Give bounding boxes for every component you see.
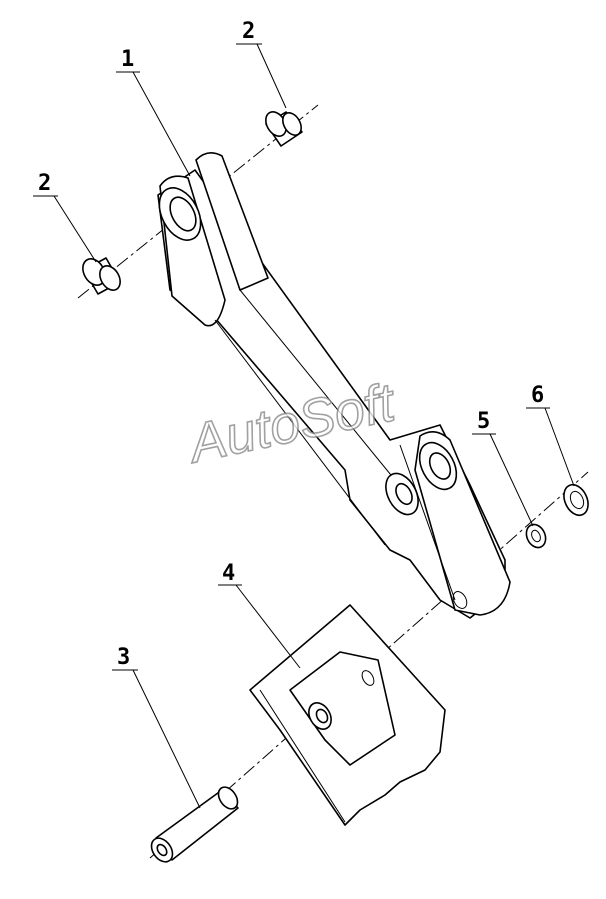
callout-4: 4: [218, 561, 301, 669]
callout-1-label: 1: [121, 47, 134, 72]
callout-5-label: 5: [477, 409, 490, 434]
callout-5: 5: [472, 409, 534, 527]
callout-6-label: 6: [531, 383, 544, 408]
part-3-pin: [150, 786, 239, 863]
lower-pin-axis: [149, 471, 589, 859]
part-1-link-arm: [157, 152, 511, 619]
part-6-nut: [563, 483, 589, 517]
callout-4-label: 4: [222, 561, 235, 586]
callout-3: 3: [112, 645, 201, 809]
callout-2-upper: 2: [236, 19, 287, 109]
callout-6: 6: [526, 383, 575, 487]
callout-3-label: 3: [117, 645, 130, 670]
part-5-snap-ring: [525, 523, 547, 549]
part-2-bushing-upper: [265, 111, 303, 147]
callout-2-upper-label: 2: [242, 19, 255, 44]
callout-2-lower: 2: [33, 171, 97, 263]
callout-1: 1: [116, 47, 191, 177]
callout-2-lower-label: 2: [38, 171, 51, 196]
part-2-bushing-lower: [82, 257, 121, 295]
part-4-bracket: [249, 604, 446, 826]
